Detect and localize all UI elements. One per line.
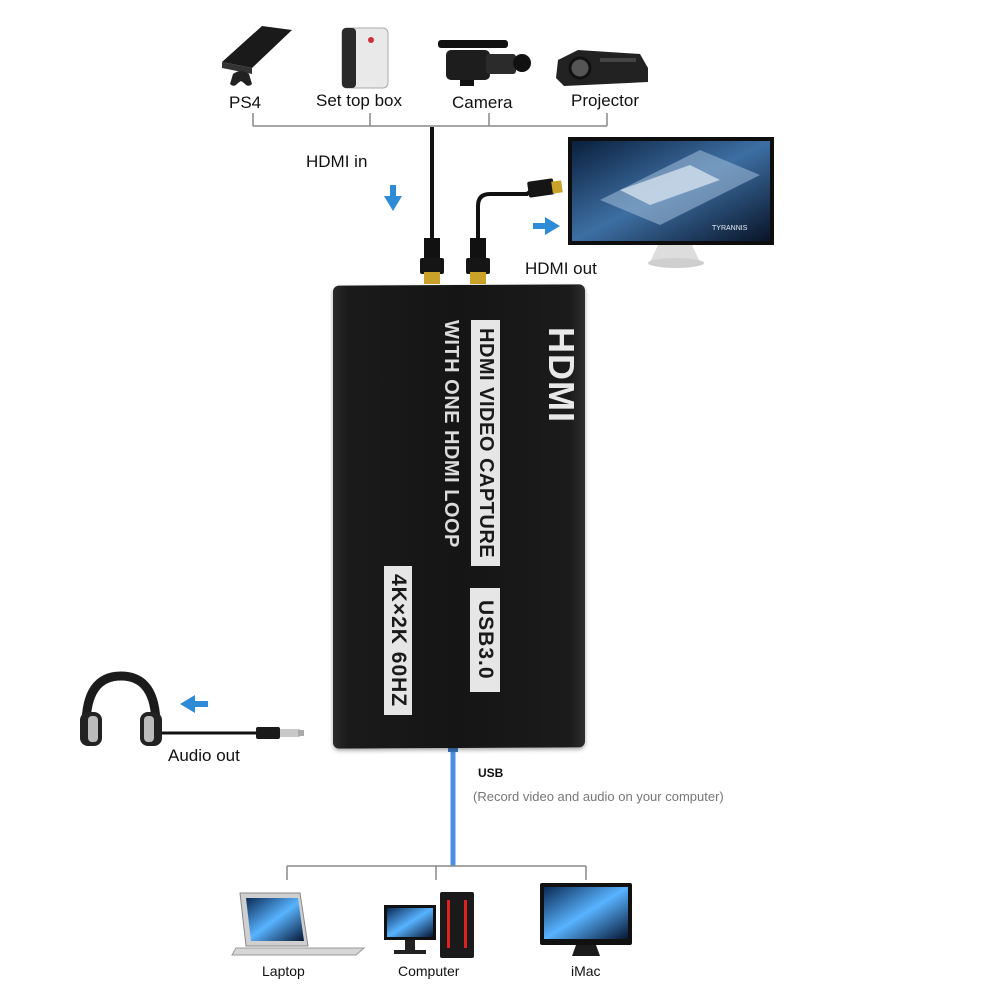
computer-label-laptop: Laptop xyxy=(262,963,305,979)
audio-out-label: Audio out xyxy=(168,746,240,765)
usb-cable xyxy=(448,744,458,866)
hdmi-out-cable xyxy=(466,178,563,284)
source-label-camera: Camera xyxy=(452,93,513,112)
device-usb-label: USB3.0 xyxy=(470,588,500,692)
computer-bracket xyxy=(286,865,587,880)
desktop-computer-icon xyxy=(384,892,474,958)
usb-note-label: (Record video and audio on your computer… xyxy=(473,789,724,804)
hdmi-in-cable xyxy=(420,127,444,284)
projector-icon xyxy=(556,50,648,86)
device-brand: HDMI xyxy=(541,327,582,423)
audio-out-arrow-icon xyxy=(180,695,208,713)
computer-label-imac: iMac xyxy=(571,963,601,979)
source-bracket xyxy=(252,113,608,127)
monitor-screen-text: TYRANNIS xyxy=(712,225,748,232)
imac-icon xyxy=(540,883,632,956)
source-label-projector: Projector xyxy=(571,91,640,110)
hdmi-in-arrow-icon xyxy=(384,185,402,211)
laptop-icon xyxy=(231,892,366,956)
headphones-icon xyxy=(80,671,162,746)
source-label-ps4: PS4 xyxy=(229,93,262,112)
game-console-icon xyxy=(222,26,292,86)
audio-cable xyxy=(155,727,304,739)
device-spec-label: 4K×2K 60HZ xyxy=(384,566,412,716)
monitor-icon xyxy=(568,137,774,268)
source-label-set-top-box: Set top box xyxy=(316,91,403,110)
hdmi-out-arrow-icon xyxy=(533,217,560,235)
hdmi-out-label: HDMI out xyxy=(525,259,597,278)
device-loop-label: WITH ONE HDMI LOOP xyxy=(440,320,462,548)
set-top-box-icon xyxy=(341,27,389,89)
computer-label-desktop: Computer xyxy=(398,963,460,979)
hdmi-in-label: HDMI in xyxy=(306,152,368,171)
device-title-label: HDMI VIDEO CAPTURE xyxy=(471,320,500,567)
usb-title-label: USB xyxy=(478,766,504,780)
video-camera-icon xyxy=(438,40,531,86)
